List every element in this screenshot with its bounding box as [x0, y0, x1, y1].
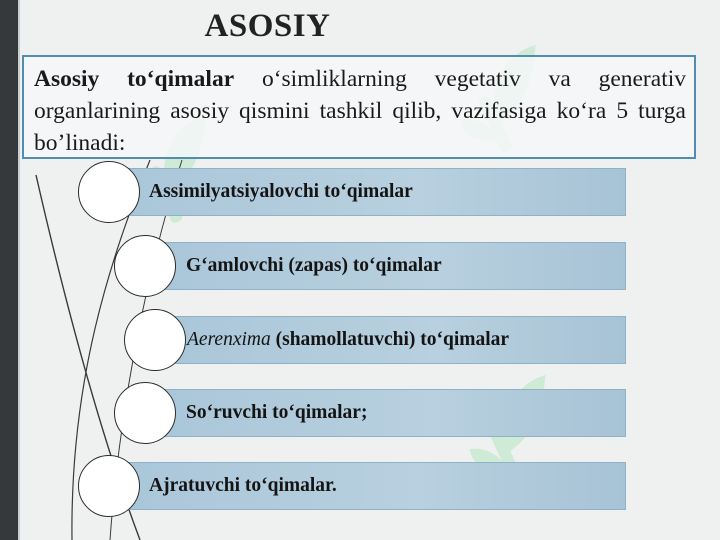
list-item-2: G‘amlovchi (zapas) to‘qimalar	[145, 242, 626, 290]
list-item-label: Assimilyatsiyalovchi to‘qimalar	[149, 181, 413, 202]
list-item-4: So‘ruvchi to‘qimalar;	[145, 389, 626, 437]
list-item-label: So‘ruvchi to‘qimalar;	[186, 402, 368, 423]
bullet-circle-icon	[78, 161, 140, 223]
bullet-circle-icon	[78, 455, 140, 517]
list-item-3: Aerenxima (shamollatuvchi) to‘qimalar	[156, 316, 626, 364]
list-item-5: Ajratuvchi to‘qimalar.	[108, 462, 626, 510]
list-item-italic: Aerenxima	[187, 329, 271, 350]
bullet-circle-icon	[124, 309, 186, 371]
list-item-1: Assimilyatsiyalovchi to‘qimalar	[108, 168, 626, 216]
list-item-label: Aerenxima (shamollatuvchi) to‘qimalar	[187, 329, 510, 350]
left-accent-strip	[0, 0, 20, 540]
intro-text: o‘simliklarning vegetativ va generativ o…	[34, 66, 687, 156]
bullet-circle-icon	[114, 235, 176, 297]
intro-text-box: Asosiy to‘qimalar o‘simliklarning vegeta…	[22, 55, 696, 159]
intro-bold-lead: Asosiy to‘qimalar	[34, 66, 235, 92]
bullet-circle-icon	[114, 382, 176, 444]
list-item-label: G‘amlovchi (zapas) to‘qimalar	[186, 255, 442, 276]
list-item-label: Ajratuvchi to‘qimalar.	[149, 475, 337, 496]
slide-title: ASOSIY	[204, 8, 331, 44]
